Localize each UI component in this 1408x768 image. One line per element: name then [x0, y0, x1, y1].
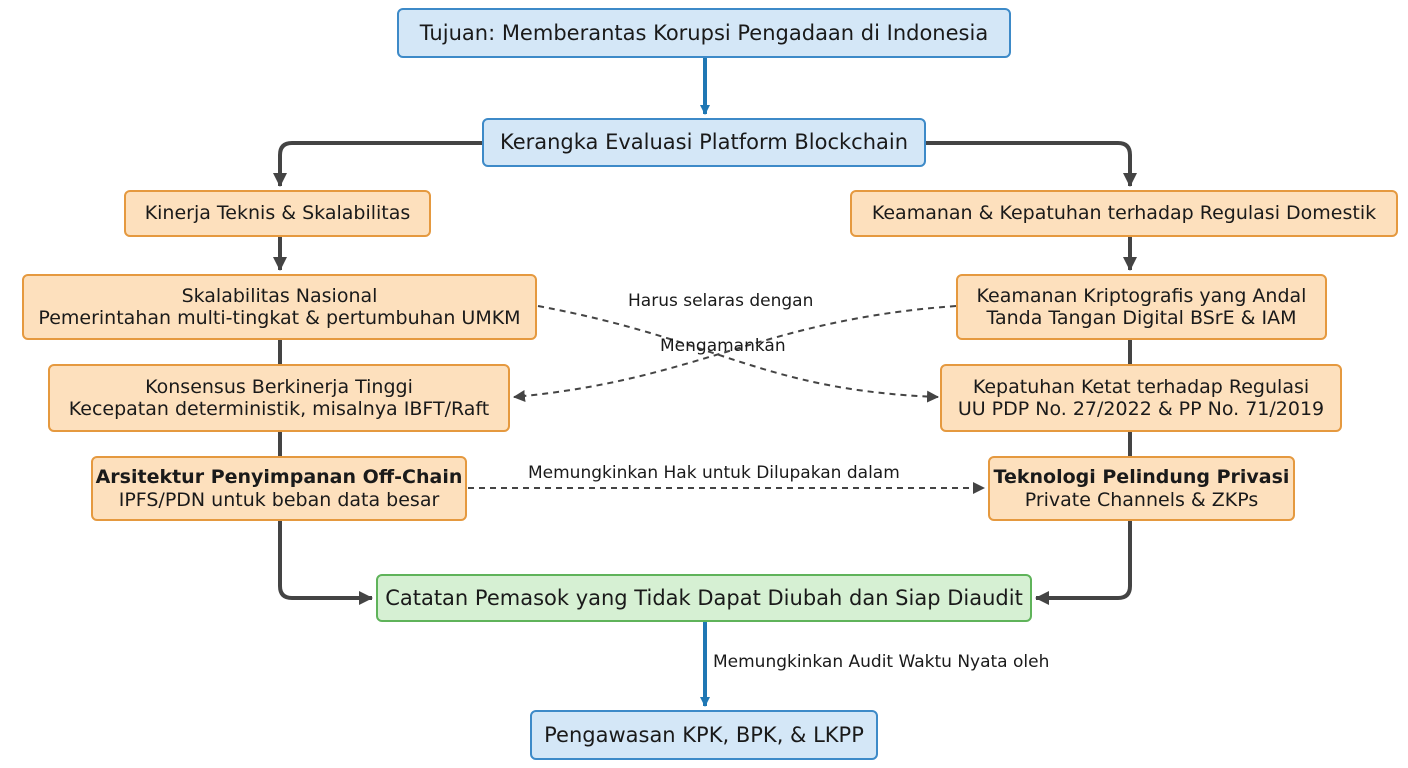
scalability-node: Skalabilitas Nasional Pemerintahan multi…	[22, 274, 537, 340]
scalability-subtitle: Pemerintahan multi-tingkat & pertumbuhan…	[38, 307, 521, 329]
security-node-label: Keamanan & Kepatuhan terhadap Regulasi D…	[871, 202, 1377, 225]
edge-scalability-compliance	[537, 305, 939, 403]
scalability-title: Skalabilitas Nasional	[181, 284, 378, 307]
edge-storage-records	[278, 521, 373, 605]
crypto-subtitle: Tanda Tangan Digital BSrE & IAM	[986, 307, 1297, 329]
records-node: Catatan Pemasok yang Tidak Dapat Diubah …	[376, 574, 1032, 622]
security-node: Keamanan & Kepatuhan terhadap Regulasi D…	[850, 190, 1398, 237]
oversight-node: Pengawasan KPK, BPK, & LKPP	[530, 710, 878, 760]
edge-label-secure: Mengamankan	[660, 336, 786, 356]
goal-node-label: Tujuan: Memberantas Korupsi Pengadaan di…	[419, 20, 989, 45]
edge-framework-technical	[273, 141, 482, 187]
technical-node: Kinerja Teknis & Skalabilitas	[124, 190, 431, 237]
oversight-node-label: Pengawasan KPK, BPK, & LKPP	[544, 722, 864, 747]
edge-label-audit: Memungkinkan Audit Waktu Nyata oleh	[713, 652, 1050, 672]
consensus-subtitle: Kecepatan deterministik, misalnya IBFT/R…	[68, 398, 490, 420]
framework-node: Kerangka Evaluasi Platform Blockchain	[482, 118, 926, 167]
edge-label-forget: Memungkinkan Hak untuk Dilupakan dalam	[528, 463, 900, 483]
privacy-node: Teknologi Pelindung Privasi Private Chan…	[988, 456, 1295, 521]
crypto-title: Keamanan Kriptografis yang Andal	[976, 284, 1307, 307]
edge-privacy-records	[1035, 521, 1132, 605]
privacy-title: Teknologi Pelindung Privasi	[993, 466, 1290, 489]
goal-node: Tujuan: Memberantas Korupsi Pengadaan di…	[397, 8, 1011, 58]
edge-framework-security	[926, 141, 1137, 187]
consensus-title: Konsensus Berkinerja Tinggi	[145, 375, 413, 398]
compliance-title: Kepatuhan Ketat terhadap Regulasi	[972, 375, 1310, 398]
compliance-node: Kepatuhan Ketat terhadap Regulasi UU PDP…	[940, 364, 1342, 432]
storage-title: Arsitektur Penyimpanan Off-Chain	[95, 466, 463, 489]
storage-subtitle: IPFS/PDN untuk beban data besar	[118, 488, 440, 511]
framework-node-label: Kerangka Evaluasi Platform Blockchain	[499, 130, 909, 155]
records-node-label: Catatan Pemasok yang Tidak Dapat Diubah …	[385, 585, 1023, 610]
crypto-node: Keamanan Kriptografis yang Andal Tanda T…	[956, 274, 1327, 340]
consensus-node: Konsensus Berkinerja Tinggi Kecepatan de…	[48, 364, 510, 432]
edge-label-align: Harus selaras dengan	[628, 291, 814, 311]
privacy-subtitle: Private Channels & ZKPs	[1024, 488, 1259, 511]
compliance-subtitle: UU PDP No. 27/2022 & PP No. 71/2019	[957, 398, 1325, 420]
storage-node: Arsitektur Penyimpanan Off-Chain IPFS/PD…	[91, 456, 467, 521]
technical-node-label: Kinerja Teknis & Skalabilitas	[144, 202, 411, 225]
